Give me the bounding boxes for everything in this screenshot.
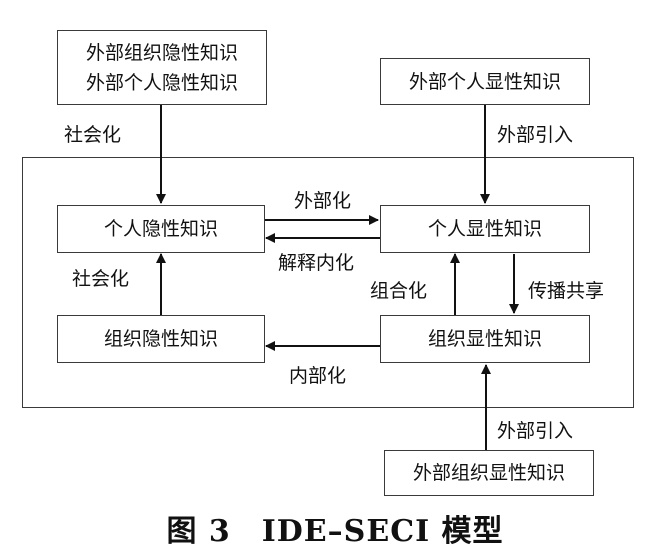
node-external-org-explicit: 外部组织显性知识 bbox=[384, 450, 594, 496]
node-external-org-explicit-label: 外部组织显性知识 bbox=[412, 462, 565, 484]
node-external-tacit: 外部组织隐性知识 外部个人隐性知识 bbox=[57, 30, 267, 105]
label-internalization: 内部化 bbox=[289, 365, 347, 387]
label-share: 传播共享 bbox=[528, 280, 605, 302]
node-org-explicit-label: 组织显性知识 bbox=[427, 328, 542, 350]
figure-caption: 图 3 IDE–SECI 模型 bbox=[166, 514, 504, 549]
node-individual-explicit-label: 个人显性知识 bbox=[427, 218, 542, 240]
node-external-individual-explicit-label: 外部个人显性知识 bbox=[408, 70, 561, 93]
node-org-explicit: 组织显性知识 bbox=[380, 315, 590, 363]
node-org-tacit: 组织隐性知识 bbox=[57, 315, 265, 363]
node-individual-explicit: 个人显性知识 bbox=[380, 205, 590, 253]
node-individual-tacit-label: 个人隐性知识 bbox=[103, 218, 218, 240]
label-socialization-left: 社会化 bbox=[72, 268, 130, 290]
label-interpret-internalize: 解释内化 bbox=[278, 252, 355, 274]
label-externalization: 外部化 bbox=[294, 190, 352, 212]
label-import-bottom: 外部引入 bbox=[497, 420, 574, 442]
organization-boundary bbox=[22, 157, 634, 408]
label-socialization-top: 社会化 bbox=[64, 124, 122, 146]
node-external-individual-explicit: 外部个人显性知识 bbox=[380, 58, 590, 105]
label-combination: 组合化 bbox=[370, 280, 428, 302]
node-external-tacit-line-2: 外部个人隐性知识 bbox=[85, 71, 238, 94]
node-external-tacit-line-1: 外部组织隐性知识 bbox=[85, 41, 238, 64]
node-org-tacit-label: 组织隐性知识 bbox=[103, 328, 218, 350]
label-import-top: 外部引入 bbox=[497, 124, 574, 146]
node-individual-tacit: 个人隐性知识 bbox=[57, 205, 265, 253]
